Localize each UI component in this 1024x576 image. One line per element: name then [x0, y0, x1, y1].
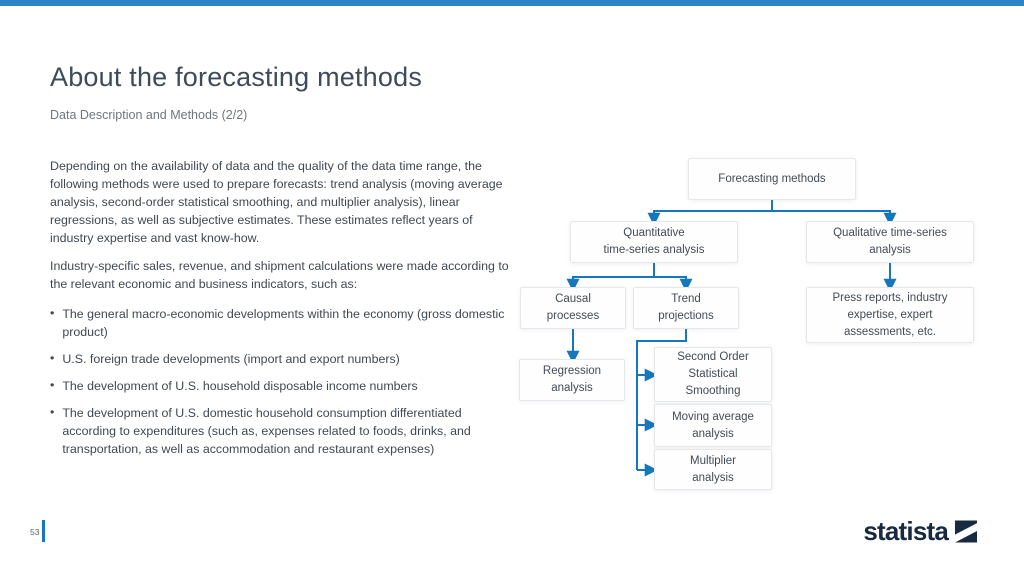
list-item: U.S. foreign trade developments (import … [50, 350, 514, 368]
paragraph: Depending on the availability of data an… [50, 159, 503, 245]
bullet-list: The general macro-economic developments … [50, 305, 514, 458]
paragraph: Industry-specific sales, revenue, and sh… [50, 259, 509, 291]
top-accent-bar [0, 0, 1024, 6]
flow-node-causal-processes: Causal processes [520, 287, 626, 329]
flow-node-second-order-smoothing: Second Order Statistical Smoothing [654, 347, 772, 402]
statista-logo-icon [955, 520, 977, 542]
page-number-accent-bar [42, 520, 45, 542]
statista-wordmark: statista [863, 516, 948, 546]
body-text: Depending on the availability of data an… [50, 157, 514, 467]
flow-node-moving-average: Moving average analysis [654, 404, 772, 447]
statista-logo: statista [863, 518, 977, 544]
list-item: The development of U.S. household dispos… [50, 377, 514, 395]
flow-node-forecasting-methods: Forecasting methods [688, 158, 856, 200]
flow-node-qualitative-analysis: Qualitative time-series analysis [806, 221, 974, 263]
list-item: The general macro-economic developments … [50, 305, 514, 341]
flow-node-quantitative-analysis: Quantitative time-series analysis [570, 221, 738, 263]
page-number: 53 [30, 527, 40, 537]
page-title: About the forecasting methods [50, 62, 423, 92]
page-subtitle: Data Description and Methods (2/2) [50, 108, 248, 122]
flow-node-trend-projections: Trend projections [633, 287, 739, 329]
flow-node-press-reports: Press reports, industry expertise, exper… [806, 287, 974, 343]
flow-node-multiplier-analysis: Multiplier analysis [654, 449, 772, 490]
flow-node-regression-analysis: Regression analysis [519, 359, 625, 401]
list-item: The development of U.S. domestic househo… [50, 404, 514, 458]
